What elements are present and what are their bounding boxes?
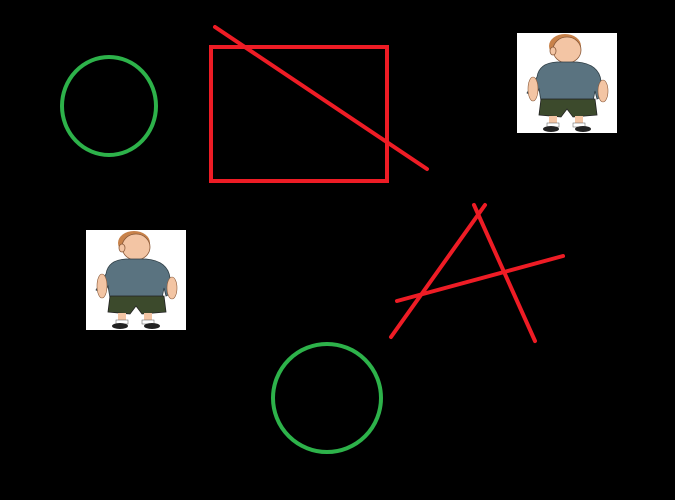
red-stroke-left: [389, 203, 487, 339]
green-circle-top-left[interactable]: [60, 55, 158, 157]
red-square[interactable]: [209, 45, 389, 183]
red-diagonal-line[interactable]: [213, 25, 429, 171]
boy-character-icon: [95, 231, 178, 329]
red-stroke-cross: [395, 254, 565, 303]
red-a-shape[interactable]: [389, 203, 565, 343]
character-sprite-left[interactable]: [86, 230, 186, 330]
green-circle-bottom[interactable]: [271, 342, 383, 454]
character-sprite-top-right[interactable]: [517, 33, 617, 133]
boy-character-icon: [526, 34, 609, 132]
